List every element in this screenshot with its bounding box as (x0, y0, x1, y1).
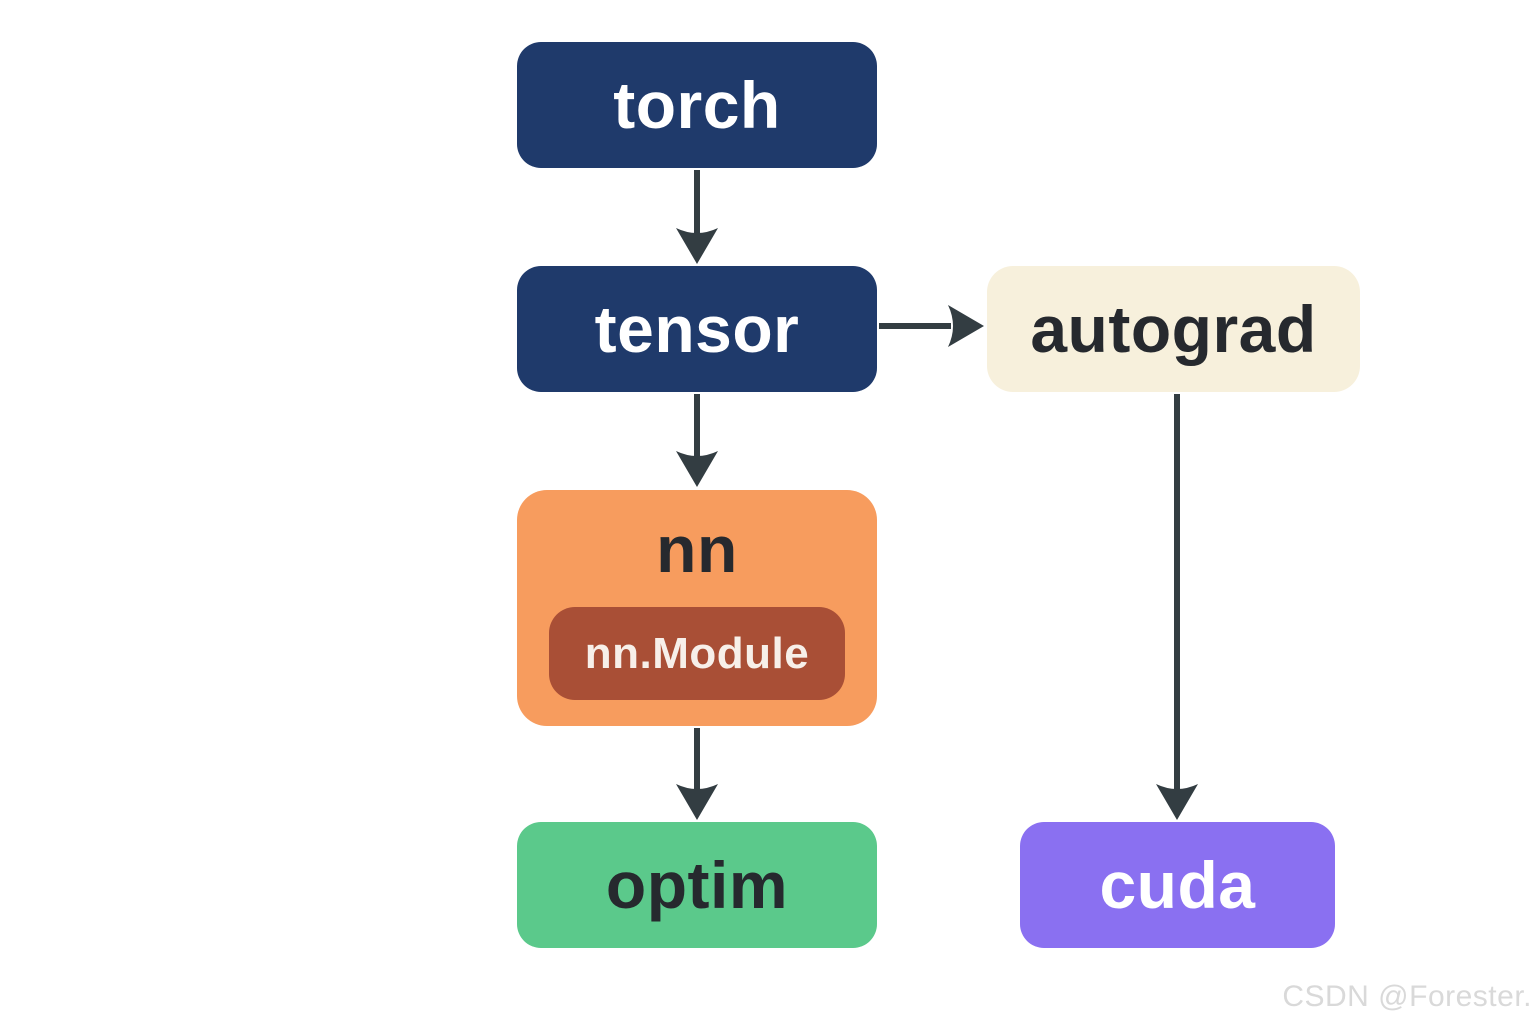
node-optim-label: optim (605, 848, 789, 922)
node-nn-module: nn.Module (549, 607, 845, 700)
node-autograd: autograd (987, 266, 1360, 392)
watermark-text: CSDN @Forester. (1282, 980, 1532, 1013)
node-nn-module-label: nn.Module (584, 628, 810, 678)
node-cuda: cuda (1020, 822, 1335, 948)
node-tensor-label: tensor (594, 292, 800, 366)
node-autograd-label: autograd (1030, 292, 1317, 366)
node-torch-label: torch (613, 68, 781, 142)
arrow-autograd-to-cuda (1156, 394, 1198, 820)
node-optim: optim (517, 822, 877, 948)
arrow-torch-to-tensor (676, 170, 718, 264)
node-torch: torch (517, 42, 877, 168)
node-nn-title-row: nn (517, 490, 877, 607)
arrow-tensor-to-autograd (879, 305, 984, 347)
arrow-nn-to-optim (676, 728, 718, 820)
node-cuda-label: cuda (1099, 848, 1256, 922)
node-nn-label: nn (656, 511, 738, 586)
node-tensor: tensor (517, 266, 877, 392)
node-nn: nn nn.Module (517, 490, 877, 726)
arrow-tensor-to-nn (676, 394, 718, 487)
